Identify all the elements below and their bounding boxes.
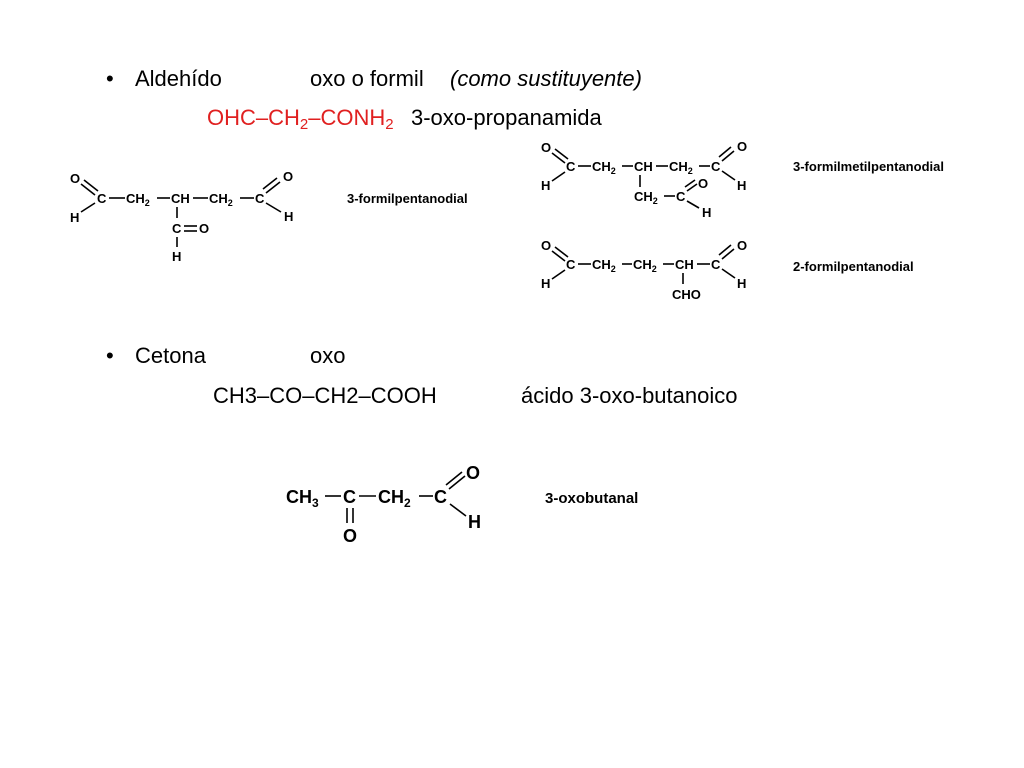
s2-carbon-1: C [566,159,576,174]
bullet-cetona: • [106,343,114,368]
s3-name: 2-formilpentanodial [793,259,914,274]
s1-carbon-5: C [255,191,265,206]
s3-ch2-b: CH2 [633,257,657,274]
s1-hydrogen-left: H [70,210,79,225]
s2-oxygen-left: O [541,140,551,155]
aldehido-note: (como sustituyente) [450,66,642,91]
s3-carbon-1: C [566,257,576,272]
structure-2-formilpentanodial: O H C CH2 CH2 CH C O H CHO 2-formilpenta… [541,238,914,302]
s3-bond-co-left-1 [551,250,566,262]
s3-hydrogen-right: H [737,276,746,291]
s1-bond-co-right-2 [262,177,278,190]
s1-name: 3-formilpentanodial [347,191,468,206]
s3-oxygen-left: O [541,238,551,253]
s1-oxygen-left: O [70,171,80,186]
s3-hydrogen-left: H [541,276,550,291]
aldehido-formula-name: 3-oxo-propanamida [411,105,602,130]
s2-carbon-5: C [711,159,721,174]
s1-oxygen-right: O [283,169,293,184]
heading-aldehido: Aldehído [135,66,222,91]
s1-bond-ch-left [80,202,96,213]
s2-ch2-branch: CH2 [634,189,658,206]
s3-oxygen-right: O [737,238,747,253]
structure-3-formilmetilpentanodial: O H C CH2 CH CH2 C O H CH2 C O H 3-formi… [541,139,944,220]
s4-bond-co-top-2 [445,471,463,486]
s2-bond-co-right-2 [718,146,732,158]
s1-ch2-a: CH2 [126,191,150,208]
s1-bond-co-left-2 [83,179,99,192]
s3-bond-co-right-2 [718,244,732,256]
s2-hydrogen-left: H [541,178,550,193]
s1-ch2-b: CH2 [209,191,233,208]
s1-ch: CH [171,191,190,206]
s4-oxygen-top: O [466,463,480,483]
structure-3-oxobutanal: CH3 C CH2 C O H O 3-oxobutanal [286,463,638,546]
s2-bond-co-branch-2 [684,179,696,188]
s2-name: 3-formilmetilpentanodial [793,159,944,174]
s1-bond-co-left-1 [80,183,96,196]
s3-bond-ch-left [551,269,566,280]
s2-bond-co-left-2 [554,148,569,160]
s4-bond-co-top-1 [448,475,466,490]
s1-hydrogen-right: H [284,209,293,224]
s4-ch2: CH2 [378,487,411,510]
s3-ch2-a: CH2 [592,257,616,274]
s3-ch: CH [675,257,694,272]
s1-bond-co-right-1 [265,181,281,194]
s4-carbon-2: C [343,487,356,507]
cetona-formula-name: ácido 3-oxo-butanoico [521,383,738,408]
s1-carbon-1: C [97,191,107,206]
s1-oxygen-branch: O [199,221,209,236]
s4-bond-ch [449,503,467,517]
bullet-aldehido: • [106,66,114,91]
heading-cetona: Cetona [135,343,206,368]
s2-ch2-a: CH2 [592,159,616,176]
s3-bond-co-right-1 [721,248,735,260]
s1-hydrogen-branch: H [172,249,181,264]
s4-oxygen-bottom: O [343,526,357,546]
s3-bond-co-left-2 [554,246,569,258]
cetona-formula: CH3–CO–CH2–COOH [213,383,437,408]
s2-bond-co-branch-1 [686,183,698,192]
aldehido-formula: OHC–CH2–CONH2 [207,105,394,133]
s2-bond-ch-left [551,171,566,182]
s2-bond-ch-right [721,170,736,181]
s3-carbon-5: C [711,257,721,272]
s4-hydrogen: H [468,512,481,532]
s2-ch: CH [634,159,653,174]
s3-cho-branch: CHO [672,287,701,302]
s1-bond-ch-right [265,202,282,213]
s2-bond-co-left-1 [551,152,566,164]
s2-oxygen-branch: O [698,176,708,191]
s2-hydrogen-branch: H [702,205,711,220]
s3-bond-ch-right [721,268,736,279]
s2-oxygen-right: O [737,139,747,154]
s2-bond-co-right-1 [721,150,735,162]
s2-bond-ch-branch [686,200,700,209]
aldehido-prefix: oxo o formil [310,66,424,91]
s4-ch3: CH3 [286,487,319,510]
s4-carbon-4: C [434,487,447,507]
s1-carbon-branch: C [172,221,182,236]
s4-name: 3-oxobutanal [545,490,638,507]
s2-hydrogen-right: H [737,178,746,193]
cetona-prefix: oxo [310,343,346,368]
s2-ch2-b: CH2 [669,159,693,176]
s2-carbon-branch: C [676,189,686,204]
structure-3-formilpentanodial: O H C CH2 CH CH2 C O H C O H 3-formilpen… [70,169,468,264]
